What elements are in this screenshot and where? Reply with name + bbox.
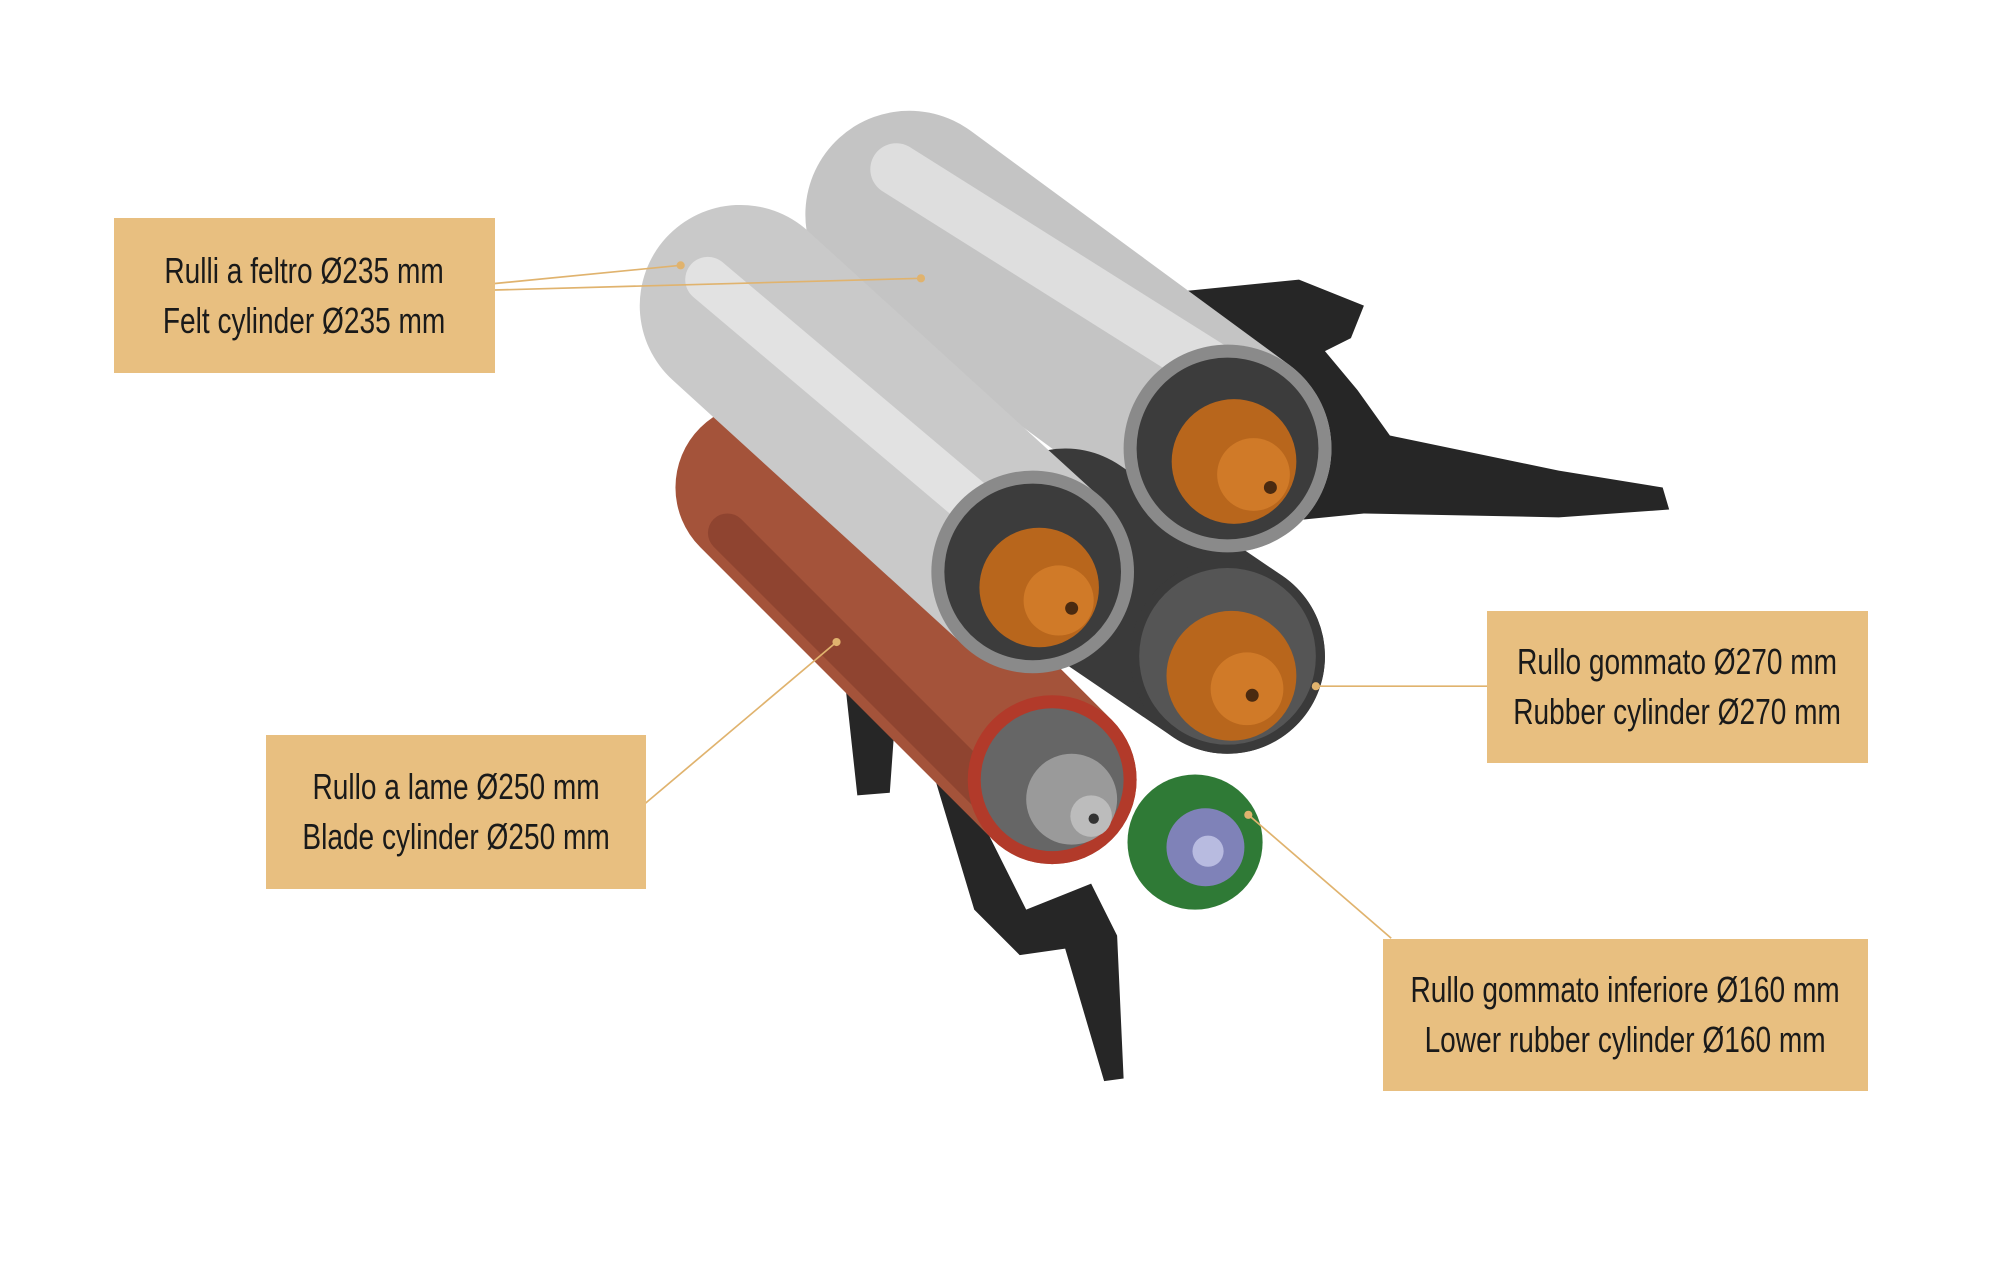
felt-right-end-face (1123, 344, 1332, 553)
felt-cylinder-label: Rulli a feltro Ø235 mm Felt cylinder Ø23… (114, 218, 495, 373)
leader-felt-right (494, 277, 921, 291)
rubber-label-english: Rubber cylinder Ø270 mm (1513, 691, 1842, 732)
leader-blade (645, 641, 838, 804)
lower-rubber-end-face (1127, 774, 1263, 910)
felt-left-end-face (931, 470, 1134, 674)
lower-label-english: Lower rubber cylinder Ø160 mm (1424, 1019, 1827, 1060)
felt-label-english: Felt cylinder Ø235 mm (163, 299, 446, 341)
leader-lines (494, 261, 1488, 939)
blade-cylinder-label: Rullo a lame Ø250 mm Blade cylinder Ø250… (266, 735, 646, 889)
blade-end-face (967, 695, 1137, 865)
frame-legs (844, 675, 1124, 1082)
blade-label-english: Blade cylinder Ø250 mm (302, 816, 610, 857)
leader-lower (1247, 814, 1392, 939)
rubber-cylinder-label: Rullo gommato Ø270 mm Rubber cylinder Ø2… (1487, 611, 1868, 763)
blade-label-italian: Rullo a lame Ø250 mm (312, 766, 600, 807)
rubber-end-face (1130, 558, 1325, 754)
blade-cylinder-shade (707, 513, 1033, 839)
felt-label-italian: Rulli a feltro Ø235 mm (164, 249, 445, 291)
lower-label-italian: Rullo gommato inferiore Ø160 mm (1410, 969, 1841, 1010)
rubber-label-italian: Rullo gommato Ø270 mm (1517, 641, 1838, 682)
leader-felt-left (494, 264, 681, 285)
lower-rubber-cylinder-label: Rullo gommato inferiore Ø160 mm Lower ru… (1383, 939, 1868, 1091)
felt-cylinder-left-highlight (685, 256, 1023, 550)
